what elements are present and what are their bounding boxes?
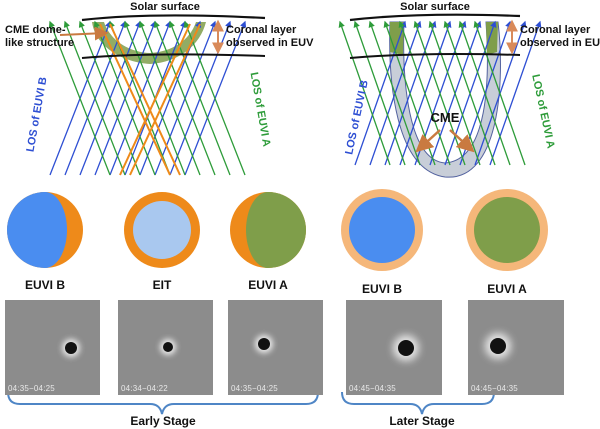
disk-label-euvi-b-early: EUVI B bbox=[25, 278, 65, 292]
later-stage-label: Later Stage bbox=[389, 414, 455, 428]
euv-frame-eit: 04:34−04:22 bbox=[118, 300, 213, 395]
right-solar-surface-label: Solar surface bbox=[400, 1, 470, 13]
frame-timestamp: 04:45−04:35 bbox=[471, 384, 518, 393]
left-los-a-label: LOS of EUVI A bbox=[248, 71, 273, 147]
los-line-euvi-a bbox=[48, 20, 111, 176]
los-line-euvi-a bbox=[153, 20, 216, 176]
frame-timestamp: 04:45−04:35 bbox=[349, 384, 396, 393]
right-coronal-boundary-line bbox=[349, 53, 521, 59]
los-line-euvi-a bbox=[338, 20, 391, 166]
right-los-b-label: LOS of EUVI B bbox=[343, 79, 371, 156]
early-stage-label: Early Stage bbox=[130, 414, 196, 428]
los-line-euvi-a bbox=[353, 20, 406, 166]
right-cme-label: CME bbox=[431, 110, 460, 125]
disk-euvi-b-later bbox=[341, 189, 423, 271]
frame-timestamp: 04:34−04:22 bbox=[121, 384, 168, 393]
los-line-euvi-a bbox=[138, 20, 201, 176]
los-line-euvi-a bbox=[93, 20, 156, 176]
frame-timestamp: 04:35−04:25 bbox=[231, 384, 278, 393]
disk-label-euvi-a-later: EUVI A bbox=[487, 282, 527, 296]
euv-frame-euvi-a-early: 04:35−04:25 bbox=[228, 300, 323, 395]
left-los-euvi-a bbox=[48, 20, 246, 176]
right-cme-loop bbox=[389, 21, 501, 178]
los-line-euvi-a bbox=[63, 20, 126, 176]
left-cme-label: CME dome-like structure bbox=[5, 24, 74, 49]
disk-label-euvi-a-early: EUVI A bbox=[248, 278, 288, 292]
active-region-spot bbox=[258, 338, 270, 350]
disk-label-euvi-b-later: EUVI B bbox=[362, 282, 402, 296]
los-line-euvi-a bbox=[368, 20, 421, 166]
los-line-euvi-a bbox=[78, 20, 141, 176]
right-geometry-panel bbox=[338, 13, 542, 178]
right-cme-arrow-left bbox=[415, 129, 441, 153]
left-cme-pointer bbox=[59, 26, 109, 41]
euv-frame-euvi-a-later: 04:45−04:35 bbox=[468, 300, 564, 395]
right-solar-surface-line bbox=[349, 13, 521, 22]
disk-euvi-b-early bbox=[7, 192, 83, 268]
left-los-euvi-b bbox=[49, 20, 247, 176]
left-coronal-boundary-line bbox=[81, 53, 266, 59]
right-los-a-label: LOS of EUVI A bbox=[529, 73, 556, 149]
euv-frame-euvi-b-later: 04:45−04:35 bbox=[346, 300, 442, 395]
los-line-euvi-a bbox=[183, 20, 246, 176]
left-geometry-panel bbox=[48, 14, 266, 176]
active-region-spot bbox=[65, 342, 77, 354]
los-line-euvi-a bbox=[443, 20, 496, 166]
los-line-euvi-b bbox=[489, 20, 542, 166]
left-solar-surface-label: Solar surface bbox=[130, 1, 200, 13]
disk-label-eit: EIT bbox=[153, 278, 172, 292]
disk-euvi-a-early bbox=[230, 192, 306, 268]
later-stage-bracket bbox=[341, 391, 495, 415]
frame-timestamp: 04:35−04:25 bbox=[8, 384, 55, 393]
left-solar-surface-line bbox=[81, 14, 266, 22]
left-los-b-label: LOS of EUVI B bbox=[25, 76, 50, 153]
disk-eit bbox=[124, 192, 200, 268]
los-line-euvi-a bbox=[473, 20, 526, 166]
active-region-spot bbox=[490, 338, 506, 354]
active-region-spot bbox=[398, 340, 414, 356]
right-cme-arrow-right bbox=[449, 129, 475, 153]
los-line-euvi-a bbox=[458, 20, 511, 166]
early-stage-bracket bbox=[7, 391, 319, 415]
disk-euvi-a-later bbox=[466, 189, 548, 271]
euv-frame-euvi-b-early: 04:35−04:25 bbox=[5, 300, 100, 395]
left-cme-orange-lines bbox=[99, 23, 201, 176]
active-region-spot bbox=[163, 342, 173, 352]
los-line-euvi-a bbox=[398, 20, 451, 166]
